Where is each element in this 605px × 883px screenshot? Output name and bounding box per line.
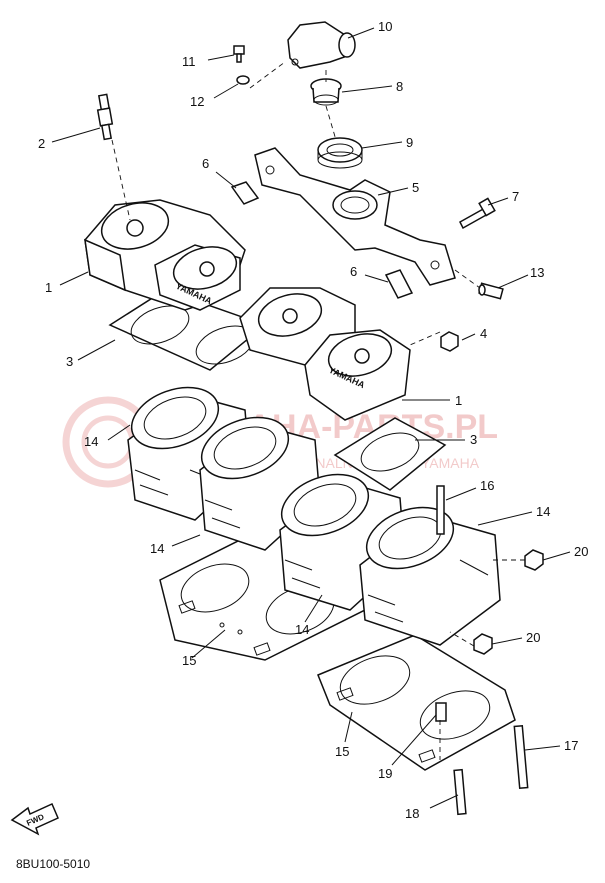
callout-18: 18	[405, 806, 419, 821]
diagram-code: 8BU100-5010	[16, 857, 90, 871]
washer-12	[236, 75, 250, 85]
fwd-arrow-icon: FWD	[10, 803, 59, 836]
callout-2: 2	[38, 136, 45, 151]
callout-19: 19	[378, 766, 392, 781]
callout-1b: 1	[455, 393, 462, 408]
nut-20a	[524, 549, 544, 571]
callout-1a: 1	[45, 280, 52, 295]
spark-plug	[96, 93, 114, 141]
assembly-lines	[111, 61, 525, 760]
cylinder-base-gasket-rear	[317, 634, 516, 771]
stud-16	[436, 485, 445, 535]
water-manifold	[254, 147, 456, 286]
callout-5: 5	[412, 180, 419, 195]
cylinder-head-rear: YAMAHA	[239, 287, 411, 421]
callout-17: 17	[564, 738, 578, 753]
manifold-gasket-1	[230, 181, 260, 205]
callout-20b: 20	[526, 630, 540, 645]
callout-10: 10	[378, 19, 392, 34]
callout-16: 16	[480, 478, 494, 493]
callout-7: 7	[512, 189, 519, 204]
leader-lines	[51, 27, 571, 809]
callout-14d: 14	[295, 622, 309, 637]
callout-8: 8	[396, 79, 403, 94]
callout-14b: 14	[536, 504, 550, 519]
callout-11: 11	[182, 54, 196, 69]
nut-4	[440, 331, 459, 352]
fitting-13	[478, 282, 504, 300]
stud-17	[513, 724, 529, 790]
thermostat	[310, 78, 342, 106]
callout-3a: 3	[66, 354, 73, 369]
stud-18	[453, 768, 467, 816]
thermostat-gasket	[317, 137, 363, 169]
callout-14c: 14	[150, 541, 164, 556]
callout-20a: 20	[574, 544, 588, 559]
bolt-11	[233, 45, 245, 63]
callout-4: 4	[480, 326, 487, 341]
cylinder-block-4	[359, 506, 501, 646]
callout-labels: 1 1 2 3 3 4 5 6 6 7 8 9 10 11 12 13 14 1…	[38, 19, 588, 821]
callout-3b: 3	[470, 432, 477, 447]
bolt-7	[459, 197, 496, 230]
callout-6b: 6	[350, 264, 357, 279]
callout-15a: 15	[182, 653, 196, 668]
callout-12: 12	[190, 94, 204, 109]
callout-6a: 6	[202, 156, 209, 171]
cylinder-head-front: YAMAHA	[84, 199, 246, 311]
nut-20b	[473, 633, 493, 655]
cylinder-head-gasket-rear	[333, 417, 447, 491]
thermostat-cover	[287, 21, 356, 69]
dowel-19	[435, 702, 447, 722]
callout-13: 13	[530, 265, 544, 280]
manifold-gasket-2	[384, 269, 414, 299]
callout-14a: 14	[84, 434, 98, 449]
callout-9: 9	[406, 135, 413, 150]
callout-15b: 15	[335, 744, 349, 759]
